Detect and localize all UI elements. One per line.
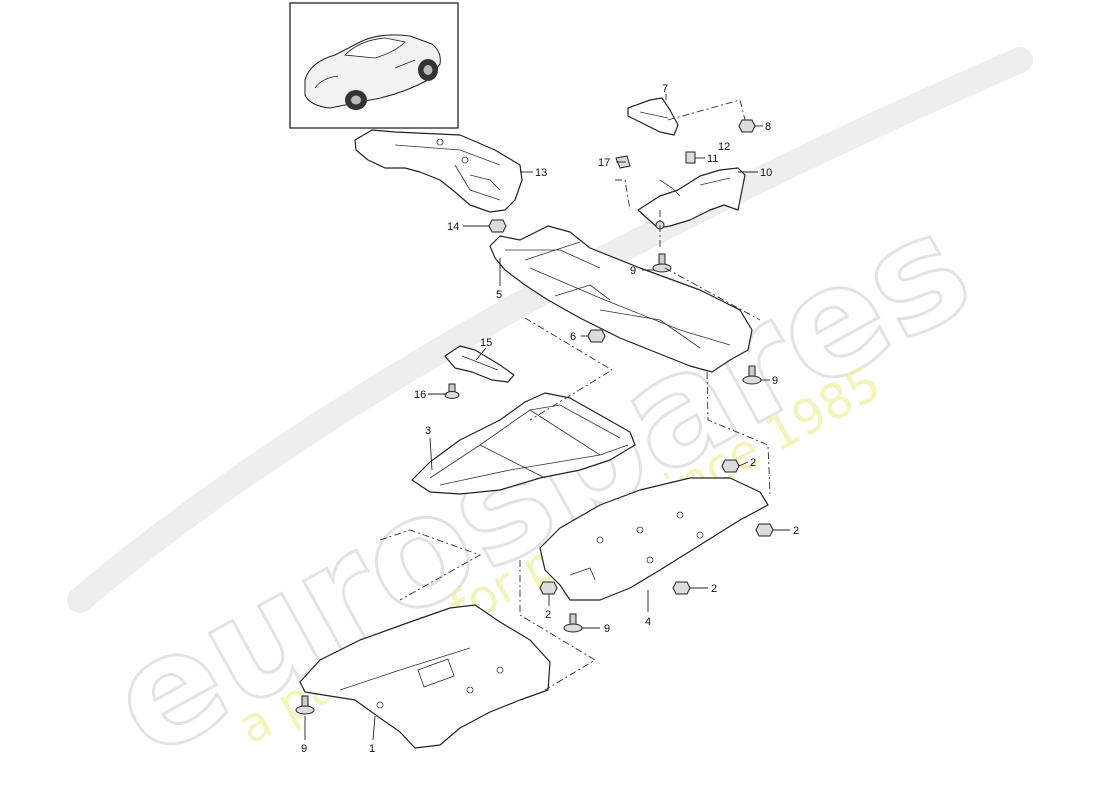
part-11-clip[interactable] (685, 151, 696, 164)
callout-9-d[interactable]: 9 (301, 743, 307, 755)
part-8-nut[interactable] (738, 119, 756, 133)
callout-6[interactable]: 6 (570, 331, 576, 343)
part-10-cover[interactable] (637, 167, 746, 230)
callout-2-d[interactable]: 2 (545, 609, 551, 621)
callout-2-b[interactable]: 2 (793, 525, 799, 537)
car-icon (304, 34, 441, 110)
part-16-bolt[interactable] (444, 383, 460, 399)
part-13-heat-shield[interactable] (354, 129, 523, 213)
callout-12[interactable]: 12 (718, 141, 730, 153)
callout-10[interactable]: 10 (760, 167, 772, 179)
callout-7[interactable]: 7 (662, 83, 668, 95)
part-9-screw-d[interactable] (295, 695, 315, 715)
callout-11[interactable]: 11 (707, 153, 718, 165)
leader-lines (304, 94, 790, 741)
callout-1[interactable]: 1 (369, 743, 375, 755)
part-15-bracket[interactable] (444, 345, 515, 383)
part-6-nut[interactable] (587, 329, 606, 343)
callout-9-b[interactable]: 9 (772, 375, 778, 387)
callout-14[interactable]: 14 (447, 221, 459, 233)
part-2-nut-c[interactable] (672, 581, 691, 595)
part-5-center-panel[interactable] (489, 225, 753, 373)
part-2-nut-d[interactable] (539, 581, 558, 595)
callout-16[interactable]: 16 (414, 389, 426, 401)
part-3-tray[interactable] (411, 392, 636, 495)
callout-5[interactable]: 5 (496, 289, 502, 301)
callout-17[interactable]: 17 (598, 157, 610, 169)
callout-4[interactable]: 4 (645, 616, 651, 628)
callout-9-a[interactable]: 9 (630, 265, 636, 277)
part-9-screw-c[interactable] (563, 613, 583, 633)
part-2-nut-a[interactable] (721, 459, 740, 473)
callout-3[interactable]: 3 (425, 425, 431, 437)
part-9-screw-a[interactable] (652, 253, 672, 273)
part-4-rear-panel[interactable] (539, 477, 769, 601)
callout-2-c[interactable]: 2 (711, 583, 717, 595)
callout-15[interactable]: 15 (480, 337, 492, 349)
callout-13[interactable]: 13 (535, 167, 547, 179)
part-7-bracket[interactable] (627, 97, 679, 136)
vehicle-thumbnail (289, 2, 459, 129)
callout-labels: 13 14 7 8 11 12 17 10 9 5 6 15 16 9 3 2 … (301, 83, 799, 755)
assembly-lines (379, 99, 771, 691)
part-14-nut[interactable] (488, 219, 507, 233)
part-2-nut-b[interactable] (755, 523, 774, 537)
callout-8[interactable]: 8 (765, 121, 771, 133)
callout-2-a[interactable]: 2 (750, 457, 756, 469)
callout-9-c[interactable]: 9 (604, 623, 610, 635)
part-1-front-panel[interactable] (299, 604, 551, 749)
